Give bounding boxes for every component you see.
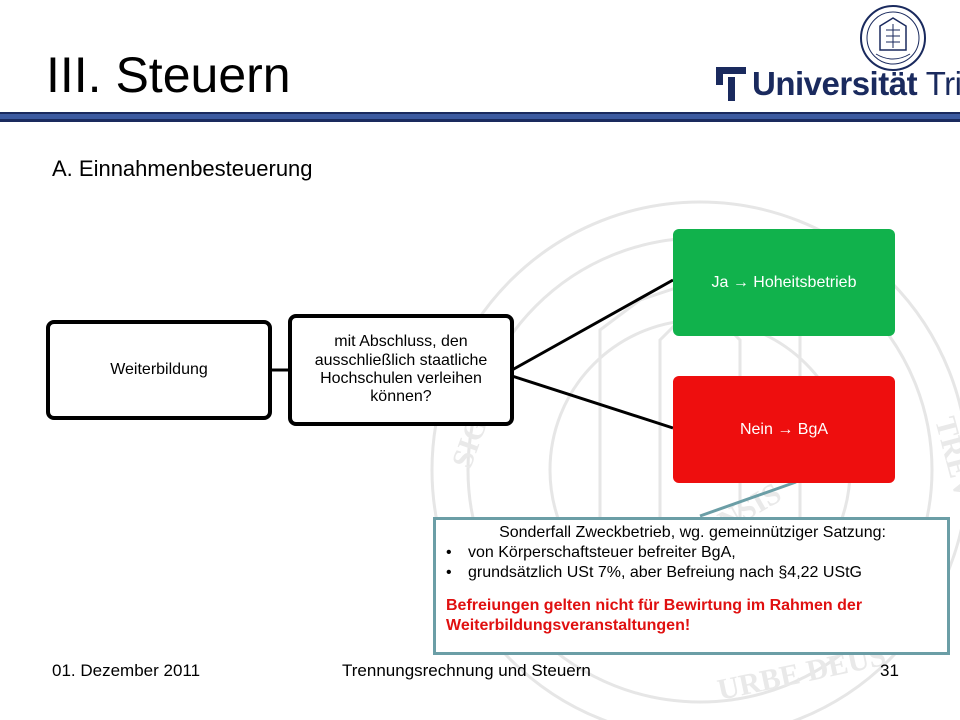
note-heading: Sonderfall Zweckbetrieb, wg. gemeinnützi… bbox=[499, 524, 886, 541]
header-rule-inner bbox=[0, 114, 960, 119]
university-logo: Universität Trier bbox=[716, 64, 960, 104]
list-item: • grundsätzlich USt 7%, aber Befreiung n… bbox=[446, 564, 939, 582]
node-no: Nein → BgA bbox=[673, 376, 895, 483]
logo-mark-icon bbox=[716, 67, 746, 101]
node-weiterbildung-label: Weiterbildung bbox=[110, 361, 208, 378]
node-yes: Ja → Hoheitsbetrieb bbox=[673, 229, 895, 336]
university-seal-icon bbox=[860, 5, 926, 71]
footer-page-number: 31 bbox=[880, 661, 899, 680]
node-weiterbildung: Weiterbildung bbox=[46, 320, 272, 420]
list-item: • von Körperschaftsteuer befreiter BgA, bbox=[446, 544, 939, 562]
note-warning: Befreiungen gelten nicht für Bewirtung i… bbox=[446, 597, 863, 634]
footer-topic: Trennungsrechnung und Steuern bbox=[342, 661, 591, 680]
note-item-text: von Körperschaftsteuer befreiter BgA, bbox=[468, 544, 736, 561]
note-item-text: grundsätzlich USt 7%, aber Befreiung nac… bbox=[468, 564, 862, 581]
node-question: mit Abschluss, den ausschließlich staatl… bbox=[288, 314, 514, 426]
logo-text-bold: Universität bbox=[752, 65, 918, 102]
node-no-label: Nein → BgA bbox=[739, 420, 829, 438]
note-box: Sonderfall Zweckbetrieb, wg. gemeinnützi… bbox=[433, 517, 950, 655]
bullet: • bbox=[446, 544, 452, 561]
footer-date: 01. Dezember 2011 bbox=[52, 661, 201, 680]
slide-title: III. Steuern bbox=[46, 47, 291, 103]
bullet: • bbox=[446, 564, 452, 581]
logo-text-light: Trier bbox=[925, 65, 960, 102]
section-subtitle: A. Einnahmenbesteuerung bbox=[52, 156, 313, 181]
node-question-label: mit Abschluss, den ausschließlich staatl… bbox=[314, 333, 488, 406]
node-yes-label: Ja → Hoheitsbetrieb bbox=[711, 273, 857, 291]
